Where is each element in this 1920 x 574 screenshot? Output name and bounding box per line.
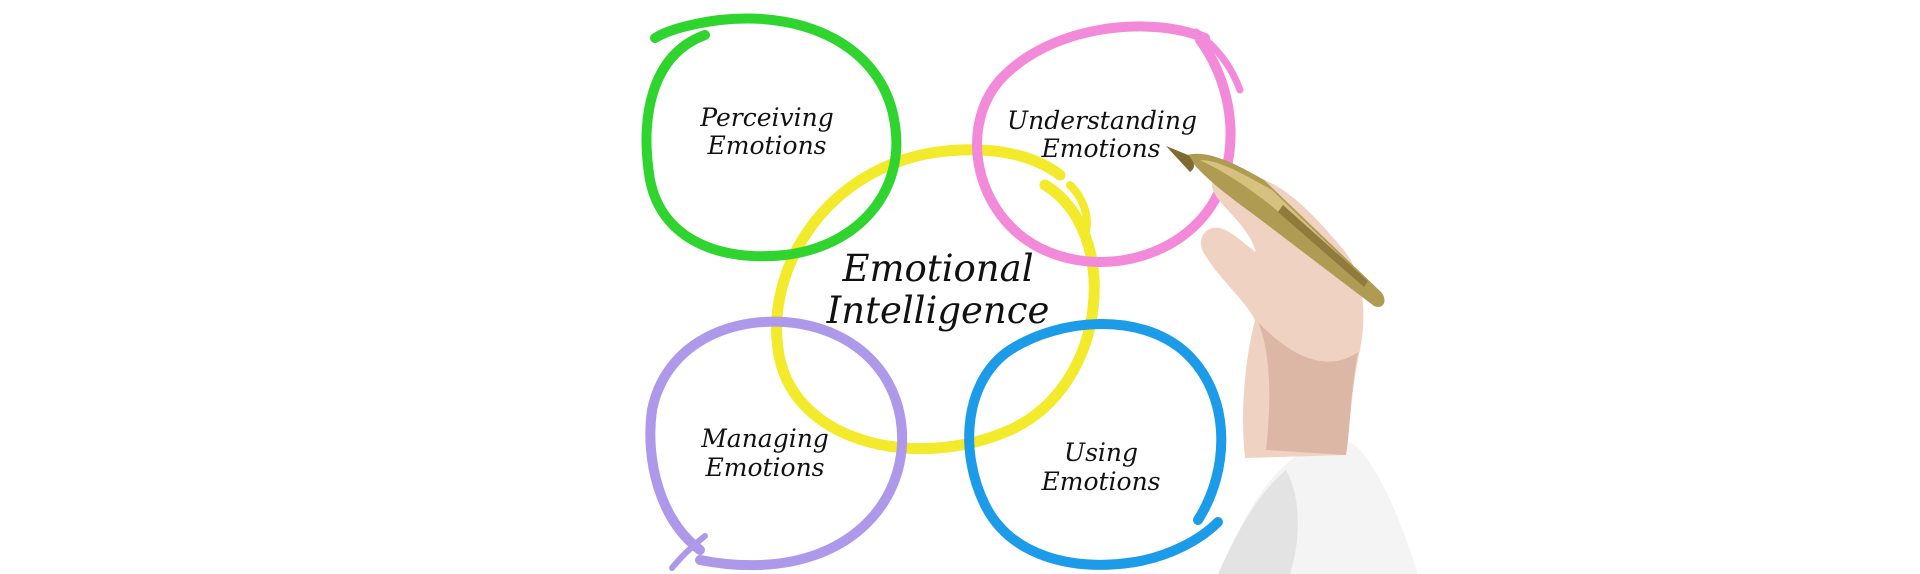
label-center-line1: Emotional — [841, 247, 1033, 290]
circle-stroke-yellow-tail — [1066, 181, 1091, 239]
label-perceiving-line2: Emotions — [706, 131, 826, 160]
circle-stroke-blue — [964, 319, 1227, 570]
pen-clip — [1278, 205, 1368, 287]
label-understanding-line2: Emotions — [1040, 134, 1160, 163]
circle-perceiving-emotions — [641, 13, 902, 262]
circle-using-emotions — [964, 319, 1227, 570]
sleeve-shadow — [1218, 470, 1298, 574]
circle-stroke-pink-tail — [1192, 28, 1244, 94]
pen-tip — [1166, 146, 1194, 172]
label-emotional-intelligence: Emotional Intelligence — [826, 247, 1050, 332]
label-using-emotions: Using Emotions — [1040, 438, 1160, 496]
circle-stroke-green — [641, 13, 902, 262]
label-managing-line2: Emotions — [704, 453, 824, 482]
label-using-line1: Using — [1064, 438, 1138, 467]
label-center-line2: Intelligence — [826, 289, 1050, 332]
label-perceiving-line1: Perceiving — [699, 103, 833, 132]
label-managing-emotions: Managing Emotions — [700, 424, 829, 482]
circle-stroke-purple-tail — [669, 533, 708, 571]
label-using-line2: Emotions — [1040, 467, 1160, 496]
circle-stroke-yellow — [771, 144, 1100, 455]
circle-managing-emotions — [645, 316, 908, 571]
circle-stroke-green-tail — [660, 15, 723, 35]
circle-understanding-emotions — [972, 21, 1244, 267]
pen-body — [1187, 153, 1385, 307]
pen — [1166, 146, 1385, 307]
hand-with-pen-illustration — [1166, 146, 1418, 574]
label-perceiving-emotions: Perceiving Emotions — [699, 103, 833, 160]
circle-emotional-intelligence — [771, 144, 1100, 455]
label-understanding-emotions: Understanding Emotions — [1007, 106, 1197, 163]
hand-shadow — [1258, 322, 1358, 455]
circle-stroke-pink — [972, 21, 1236, 267]
circle-stroke-purple — [645, 316, 908, 571]
label-managing-line1: Managing — [700, 424, 829, 453]
label-understanding-line1: Understanding — [1007, 106, 1197, 135]
